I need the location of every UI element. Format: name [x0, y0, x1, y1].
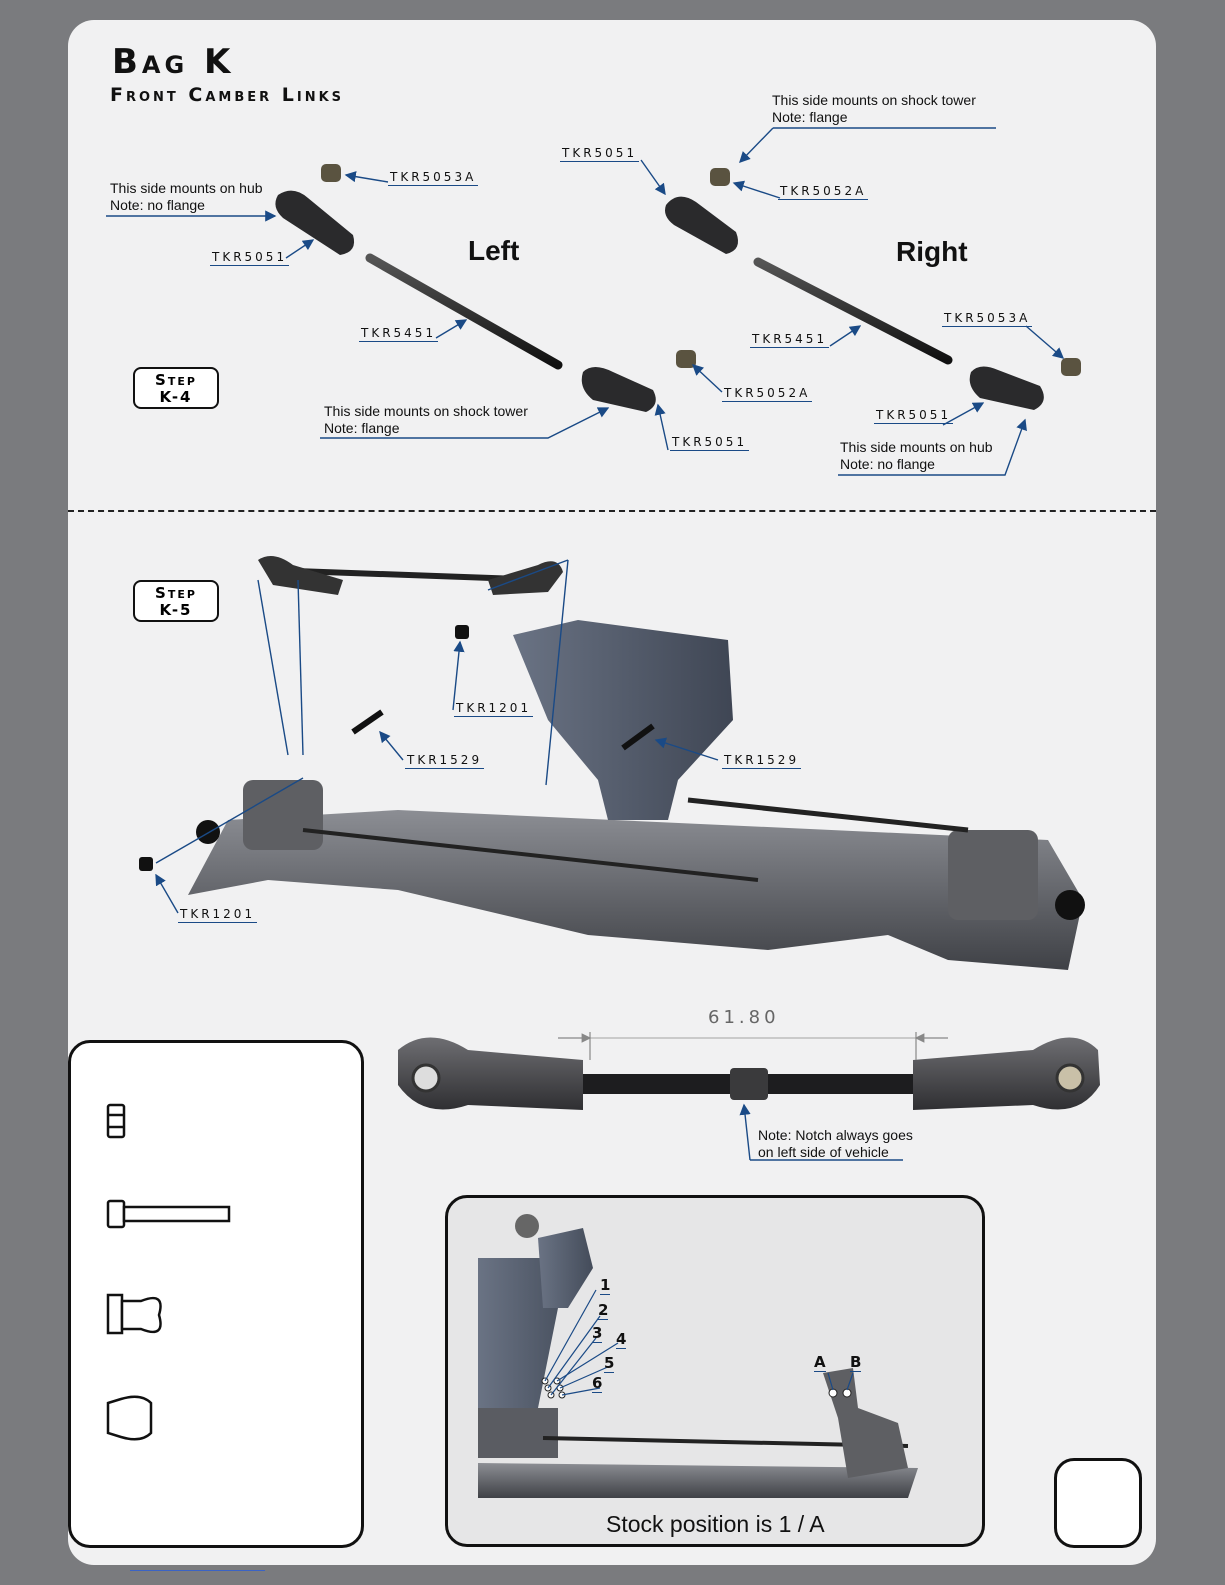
step-k5-badge: Step K-5	[133, 580, 219, 622]
left-axle-nut	[196, 820, 220, 844]
lock-nut-icon	[106, 1103, 126, 1139]
screw-icon	[106, 1199, 126, 1229]
shock-tower	[513, 620, 733, 820]
part-label: TKR1529	[722, 753, 802, 769]
hardware-legend	[68, 1040, 364, 1548]
inset-hub	[823, 1368, 908, 1478]
left-rod-end-bottom	[581, 367, 656, 412]
part-label: TKR5451	[359, 326, 439, 342]
pivot-ball	[411, 1063, 441, 1093]
step-k5-diagram	[139, 556, 1085, 970]
camber-link-installed	[687, 797, 969, 833]
step-k5-number: K-5	[159, 601, 193, 619]
section-divider	[68, 510, 1156, 512]
left-rod-end-top	[275, 190, 355, 255]
hub-hole-label: A	[814, 1353, 826, 1372]
screw-shaft	[122, 1205, 231, 1223]
hole-label: 5	[604, 1354, 615, 1373]
inset-bulkhead	[478, 1408, 558, 1458]
part-label: TKR5051	[560, 146, 640, 162]
notch-note-line1: Note: Notch always goes	[758, 1127, 913, 1143]
inset-chassis	[478, 1463, 918, 1498]
right-tower-note-line2: Note: flange	[772, 109, 848, 125]
camber-link-end-left	[258, 556, 343, 595]
step-k5-word: Step	[155, 584, 197, 602]
part-label: TKR1201	[178, 907, 258, 923]
pivot-ball	[1055, 1063, 1085, 1093]
part-label: TKR5451	[750, 332, 830, 348]
ball-stud-flange-icon	[106, 1293, 124, 1335]
right-side-label: Right	[896, 236, 968, 267]
hole-label: 2	[598, 1301, 609, 1320]
hole-label: 1	[600, 1276, 611, 1295]
left-hub-note: This side mounts on hub Note: no flange	[110, 180, 263, 214]
camber-link-end-right	[488, 561, 563, 595]
left-tower-note: This side mounts on shock tower Note: fl…	[324, 403, 528, 437]
steering-link	[302, 828, 759, 882]
right-hub-note: This side mounts on hub Note: no flange	[840, 439, 993, 473]
right-rod-end-top	[665, 196, 739, 254]
link-detail-diagram	[398, 1032, 1100, 1161]
right-hub-note-line1: This side mounts on hub	[840, 439, 993, 455]
screw-icon	[351, 709, 384, 735]
part-label: TKR1529	[405, 753, 485, 769]
link-length-dimension: 61.80	[708, 1007, 780, 1028]
right-axle-nut	[1055, 890, 1085, 920]
inset-tower-post	[515, 1214, 539, 1238]
turnbuckle-notch	[730, 1068, 768, 1100]
left-hub-note-line2: Note: no flange	[110, 197, 205, 213]
hole-label: 6	[592, 1374, 603, 1393]
rod-end-right	[913, 1037, 1100, 1110]
right-rod-end-bottom	[969, 366, 1044, 410]
page-subtitle: Front Camber Links	[110, 84, 345, 106]
step-k4-number: K-4	[159, 388, 193, 406]
left-hub-note-line1: This side mounts on hub	[110, 180, 263, 196]
right-tower-note-line1: This side mounts on shock tower	[772, 92, 976, 108]
hardware-icons	[106, 1103, 231, 1441]
left-hub	[243, 780, 323, 850]
part-label: TKR5052A	[722, 386, 813, 402]
page-title: Bag K	[112, 42, 235, 82]
left-ball-stud-top	[321, 164, 341, 182]
hole-label: 4	[616, 1330, 627, 1349]
notch-note: Note: Notch always goes on left side of …	[758, 1127, 913, 1161]
right-hub-note-line2: Note: no flange	[840, 456, 935, 472]
left-tower-note-line2: Note: flange	[324, 420, 400, 436]
screw-icon	[621, 723, 655, 751]
left-ball-stud-bottom	[676, 350, 696, 368]
camber-position-inset: 1 2 3 4 5 6 A B Stock position is 1 / A	[445, 1195, 985, 1547]
notch-note-line2: on left side of vehicle	[758, 1144, 889, 1160]
part-label: TKR5052A	[778, 184, 869, 200]
part-label: TKR5051	[670, 435, 750, 451]
step-k4-badge: Step K-4	[133, 367, 219, 409]
flanged-ball-stud-icon	[120, 1296, 162, 1334]
part-label: TKR5051	[874, 408, 954, 424]
part-label: TKR5051	[210, 250, 290, 266]
stock-position-caption: Stock position is 1 / A	[606, 1511, 825, 1537]
right-hub	[948, 830, 1038, 920]
right-tower-note: This side mounts on shock tower Note: fl…	[772, 92, 976, 126]
right-ball-stud-top	[710, 168, 730, 186]
right-turnbuckle	[753, 257, 953, 365]
hole-label: 3	[592, 1324, 603, 1343]
ball-stud-icon	[106, 1395, 153, 1441]
chassis-plate	[188, 810, 1083, 970]
step-k4-diagram	[106, 127, 1081, 476]
rod-end-left	[398, 1037, 583, 1110]
footer-link-underline	[130, 1570, 265, 1571]
left-side-label: Left	[468, 235, 520, 266]
inset-diagram	[478, 1214, 918, 1498]
left-turnbuckle	[365, 253, 563, 370]
hub-hole-label: B	[850, 1353, 862, 1372]
nut-icon	[139, 857, 153, 871]
part-label: TKR5053A	[388, 170, 479, 186]
page-number-box	[1054, 1458, 1142, 1548]
left-tower-note-line1: This side mounts on shock tower	[324, 403, 528, 419]
part-label: TKR5053A	[942, 311, 1033, 327]
part-label: TKR1201	[454, 701, 534, 717]
nut-icon	[455, 625, 469, 639]
inset-tower-arm	[538, 1228, 593, 1308]
step-k4-word: Step	[155, 371, 197, 389]
right-ball-stud-bottom	[1061, 358, 1081, 376]
